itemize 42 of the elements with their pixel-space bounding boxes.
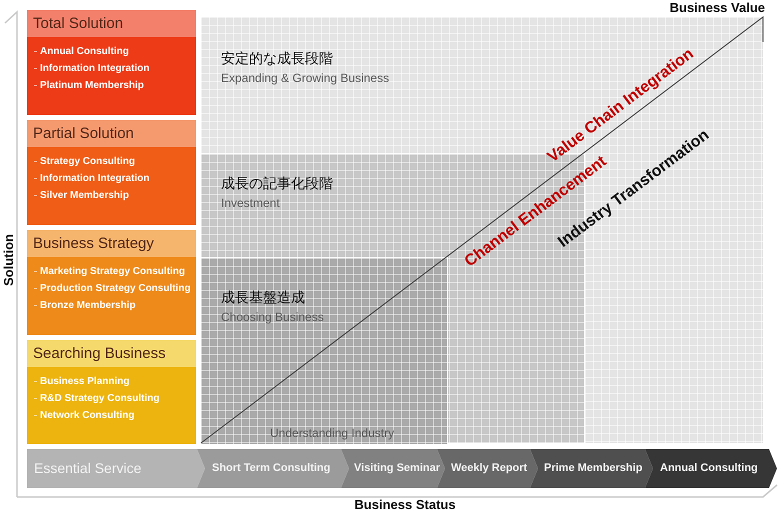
stage-title: 成長基盤造成 (221, 290, 305, 307)
stage-title: 安定的な成長段階 (221, 51, 333, 68)
stage-subtitle: Investment (221, 196, 280, 211)
bullet-item: Information Integration (34, 62, 150, 75)
step-label: Essential Service (34, 459, 142, 478)
bullet-item: Production Strategy Consulting (34, 282, 191, 295)
card-heading: Total Solution (27, 10, 196, 37)
solution-card (27, 10, 196, 115)
bullet-item: Silver Membership (34, 189, 129, 202)
chevron-step (341, 449, 445, 488)
card-heading: Business Strategy (27, 230, 196, 257)
card-heading: Searching Business (27, 340, 196, 367)
solution-card (27, 120, 196, 225)
solution-card (27, 340, 196, 444)
chevron-step (197, 449, 349, 488)
bullet-item: Marketing Strategy Consulting (34, 265, 186, 278)
stage-subtitle: Expanding & Growing Business (221, 71, 390, 86)
stage-region (201, 257, 448, 444)
card-heading: Partial Solution (27, 120, 196, 147)
bullet-item: Information Integration (34, 172, 150, 185)
axis-title: Business Status (354, 497, 456, 512)
bullet-item: Network Consulting (34, 409, 134, 422)
step-label: Short Term Consulting (212, 461, 330, 476)
bullet-item: Business Planning (34, 375, 130, 388)
step-label: Annual Consulting (660, 461, 758, 476)
stage-title: 成長の記事化段階 (221, 176, 333, 193)
axis-title: Solution (1, 234, 17, 286)
axis-title: Business Value (670, 0, 765, 16)
solution-card (27, 230, 196, 335)
bullet-item: R&D Strategy Consulting (34, 392, 160, 405)
chevron-step (27, 449, 205, 488)
step-label: Visiting Seminar (354, 461, 440, 476)
chevron-step (645, 449, 777, 488)
bullet-item: Annual Consulting (34, 45, 129, 58)
bullet-item: Strategy Consulting (34, 155, 136, 168)
chevron-step (530, 449, 653, 488)
bullet-item: Platinum Membership (34, 79, 144, 92)
step-label: Weekly Report (451, 461, 528, 476)
bullet-item: Bronze Membership (34, 299, 136, 312)
stage-subtitle: Choosing Business (221, 310, 324, 325)
region-caption: Understanding Industry (270, 426, 394, 441)
step-label: Prime Membership (544, 461, 642, 476)
